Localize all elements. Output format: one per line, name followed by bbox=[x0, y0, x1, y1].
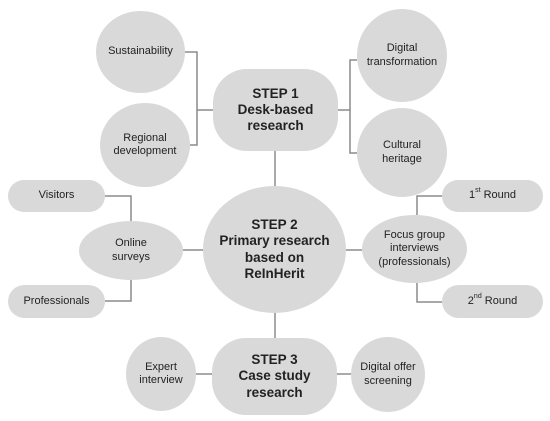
online-surveys-line2: surveys bbox=[112, 250, 150, 263]
focus-group-line1: Focus group bbox=[383, 229, 446, 242]
professionals-label: Professionals bbox=[23, 294, 90, 307]
second-round-suffix: nd bbox=[473, 292, 482, 300]
digital-offer-node: Digital offer screening bbox=[351, 337, 425, 412]
regional-line2: development bbox=[113, 145, 177, 157]
step3-line1: Case study bbox=[238, 368, 311, 384]
step3-line2: research bbox=[246, 384, 303, 400]
first-round-label: 1st Round bbox=[468, 187, 517, 202]
online-surveys-node: Online surveys bbox=[79, 221, 183, 280]
regional-development-node: Regional development bbox=[100, 103, 190, 187]
visitors-label: Visitors bbox=[38, 189, 75, 202]
first-round-text: Round bbox=[480, 189, 517, 202]
digital-transformation-line1: Digital bbox=[386, 42, 418, 55]
step1-number: STEP 1 bbox=[252, 85, 299, 101]
sustainability-node: Sustainability bbox=[96, 11, 185, 93]
step1-line2: research bbox=[247, 118, 304, 134]
expert-interview-node: Expert interview bbox=[126, 337, 196, 411]
cultural-heritage-node: Cultural heritage bbox=[357, 108, 447, 197]
step3-number: STEP 3 bbox=[251, 352, 298, 368]
connector-surveys-visitors bbox=[105, 195, 132, 221]
sustainability-label: Sustainability bbox=[108, 45, 173, 58]
expert-interview-line1: Expert bbox=[145, 360, 177, 373]
focus-group-node: Focus group interviews (professionals) bbox=[362, 215, 467, 283]
connector-surveys-professionals bbox=[105, 280, 132, 302]
professionals-node: Professionals bbox=[8, 285, 105, 318]
connector-step1-digital bbox=[338, 59, 357, 111]
second-round-number: 2 bbox=[467, 294, 474, 307]
step1-node: STEP 1 Desk-based research bbox=[213, 69, 338, 151]
connector-step1-sustainability bbox=[185, 51, 213, 111]
focus-group-line2: interviews bbox=[390, 242, 439, 255]
connector-focus-round2 bbox=[416, 283, 442, 303]
second-round-node: 2nd Round bbox=[442, 285, 543, 318]
step2-node: STEP 2 Primary research based on ReInHer… bbox=[203, 186, 346, 313]
connector-focus-round1 bbox=[416, 195, 442, 215]
second-round-label: 2nd Round bbox=[467, 292, 518, 308]
regional-line1: Regional bbox=[123, 131, 167, 144]
expert-interview-line2: interview bbox=[139, 374, 183, 386]
connector-step1-cultural bbox=[349, 110, 357, 154]
digital-transformation-node: Digital transformation bbox=[357, 9, 447, 102]
digital-offer-line2: screening bbox=[364, 374, 412, 387]
online-surveys-line1: Online bbox=[115, 237, 147, 250]
visitors-node: Visitors bbox=[8, 180, 105, 212]
cultural-heritage-line2: heritage bbox=[382, 152, 422, 165]
step1-line1: Desk-based bbox=[237, 101, 314, 117]
focus-group-line3: (professionals) bbox=[378, 255, 451, 268]
cultural-heritage-line1: Cultural bbox=[383, 139, 421, 152]
step2-number: STEP 2 bbox=[251, 217, 298, 233]
first-round-node: 1st Round bbox=[442, 180, 543, 212]
first-round-number: 1 bbox=[468, 189, 476, 202]
step3-node: STEP 3 Case study research bbox=[212, 338, 337, 415]
first-round-suffix: st bbox=[475, 187, 481, 195]
step2-line2: based on bbox=[244, 249, 305, 265]
step2-line1: Primary research bbox=[219, 233, 330, 249]
step2-line3: ReInHerit bbox=[244, 265, 305, 281]
digital-transformation-line2: transformation bbox=[366, 55, 438, 68]
second-round-text: Round bbox=[481, 294, 518, 307]
connector-step1-regional bbox=[190, 110, 198, 146]
digital-offer-line1: Digital offer bbox=[360, 361, 416, 374]
